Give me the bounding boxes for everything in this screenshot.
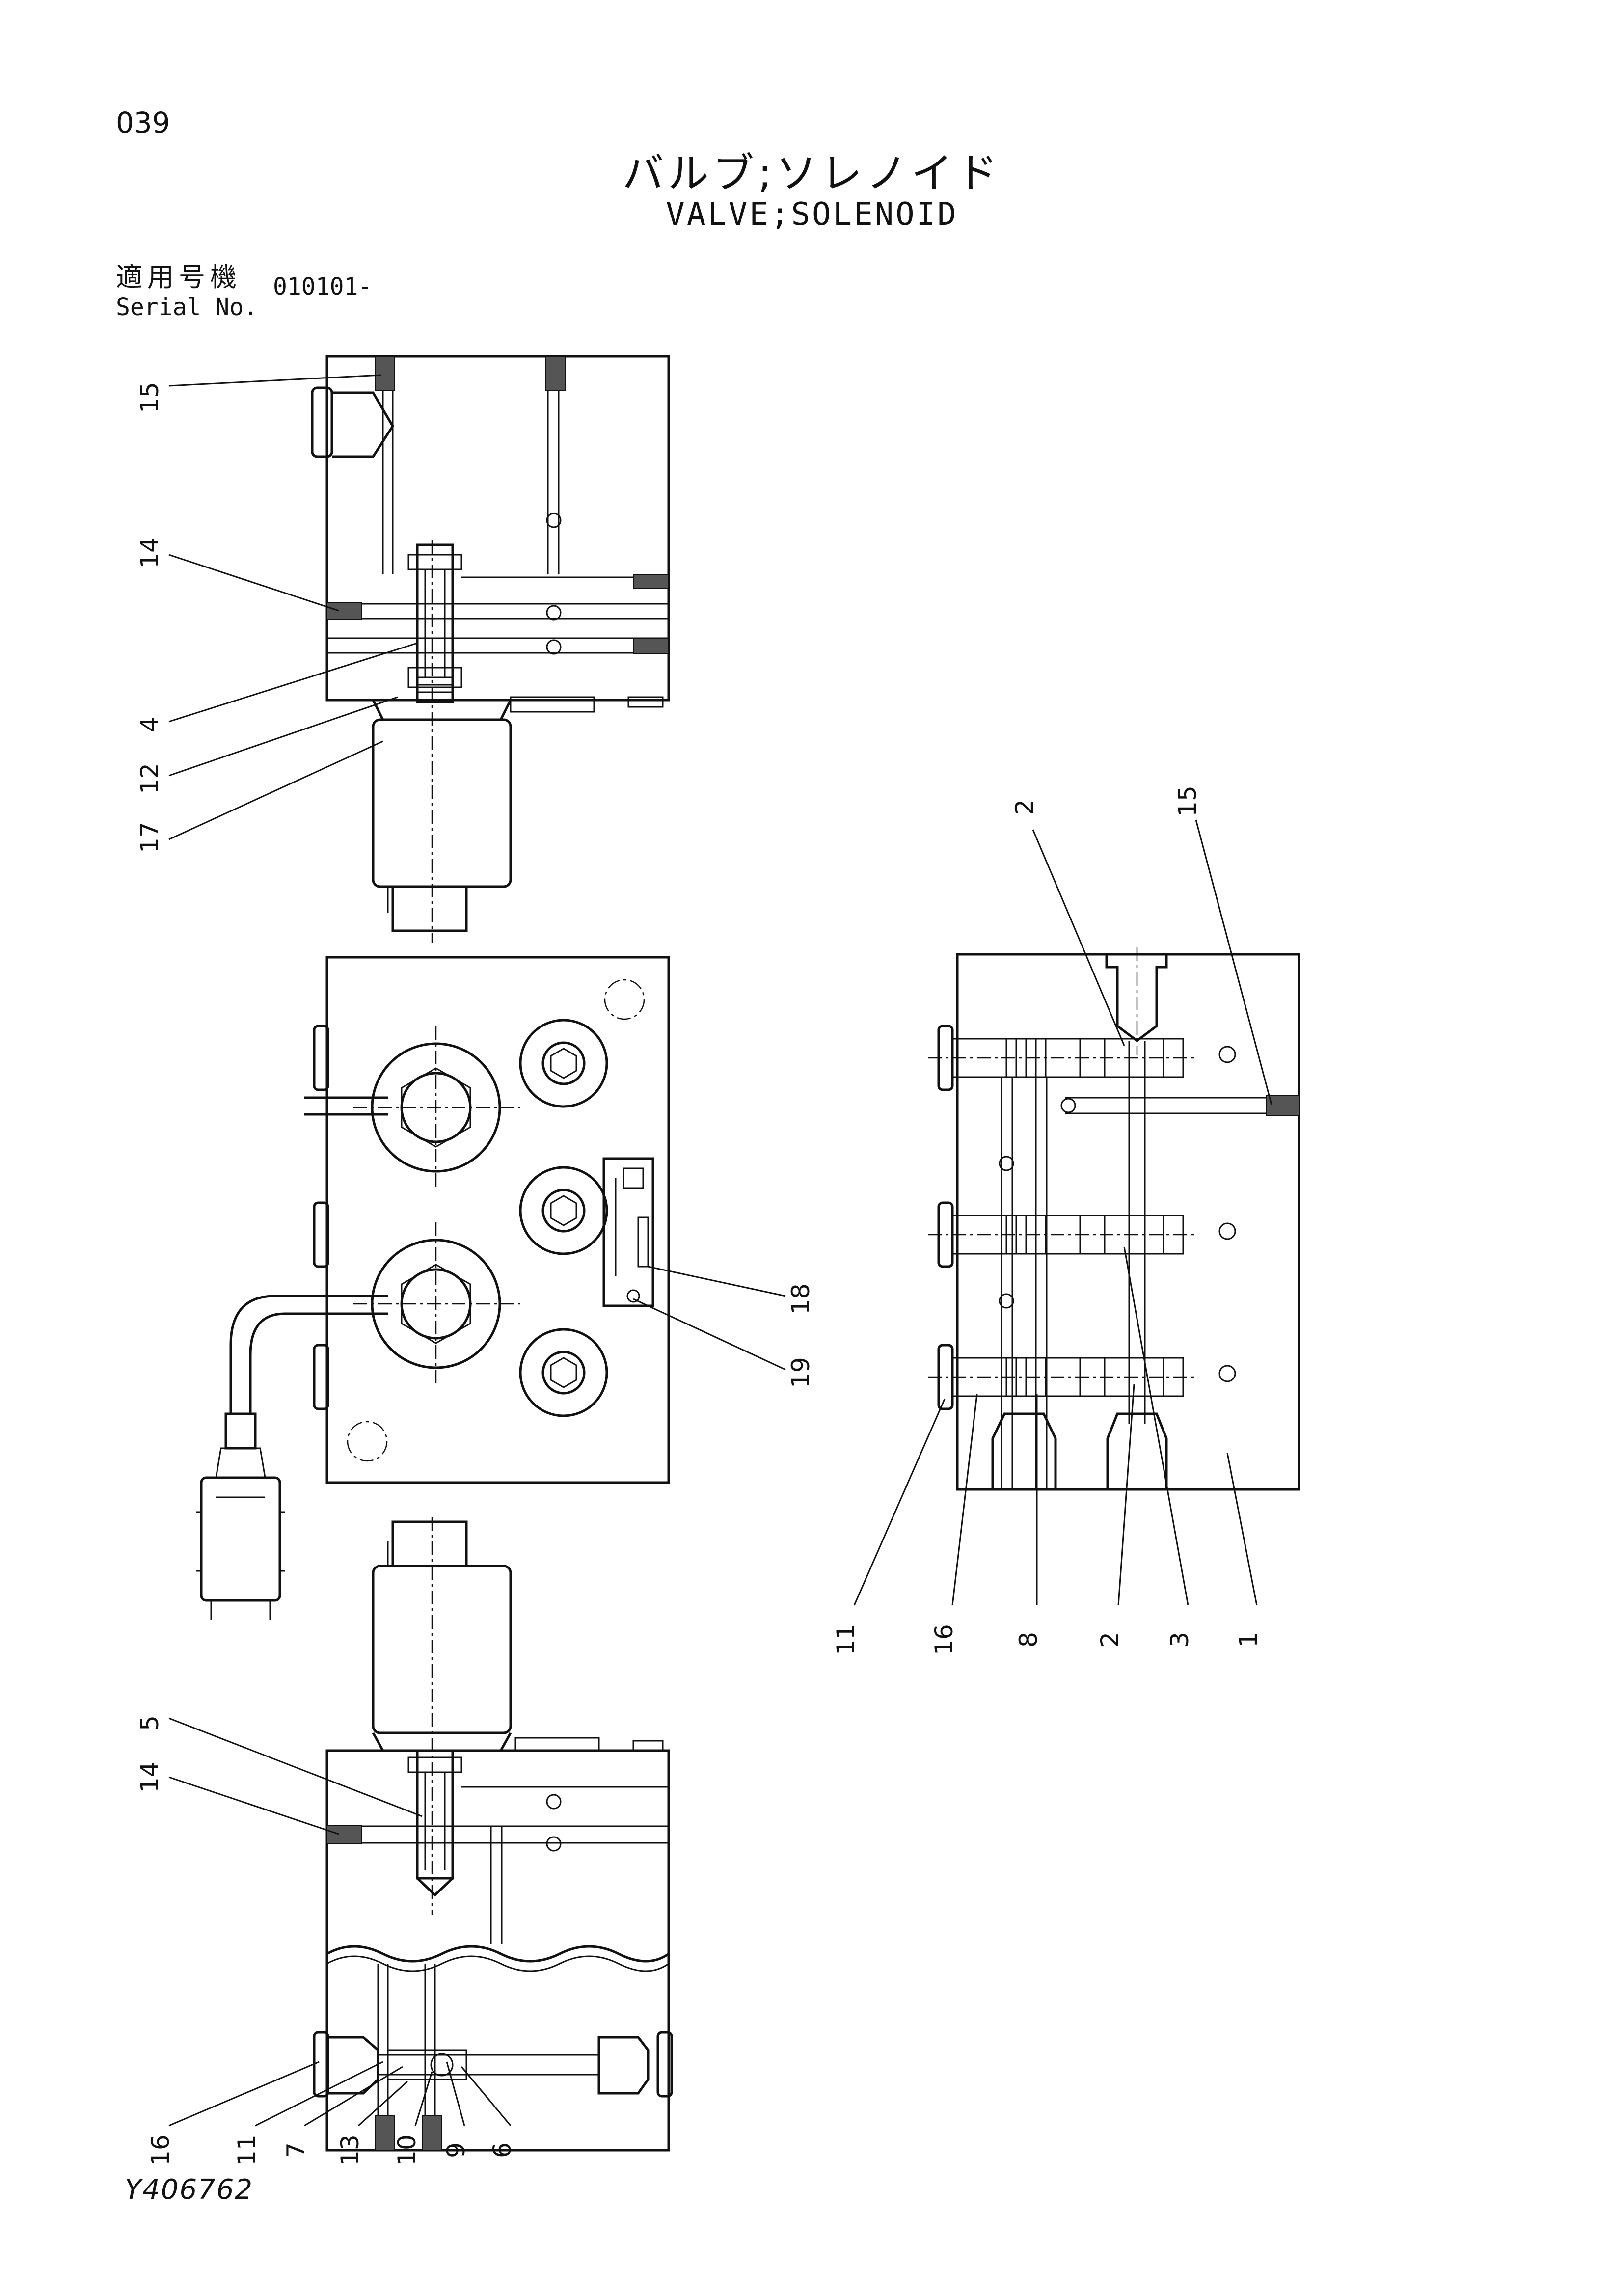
serial-label-en: Serial No. — [116, 294, 258, 321]
right-section-view — [928, 947, 1300, 1491]
page-title-jp: バルブ;ソレノイド — [622, 149, 1002, 197]
middle-front-view — [196, 956, 670, 1620]
callout-right-16: 16 — [930, 1624, 958, 1655]
callout-top-15: 15 — [135, 382, 164, 413]
callouts: 15 14 4 12 17 18 19 5 14 16 11 7 13 10 9… — [135, 374, 1272, 2166]
callout-right-8: 8 — [1014, 1632, 1043, 1648]
callout-bot-5: 5 — [135, 1715, 164, 1731]
callout-right-2-top: 2 — [1010, 799, 1039, 815]
callout-mid-19: 19 — [786, 1357, 815, 1388]
serial-value: 010101- — [273, 273, 373, 300]
callout-top-4: 4 — [135, 717, 164, 732]
callout-right-15: 15 — [1173, 785, 1202, 817]
callout-bot-6: 6 — [488, 2142, 516, 2158]
callout-top-17: 17 — [135, 822, 164, 853]
callout-right-11: 11 — [832, 1624, 860, 1655]
drawing-number: Y406762 — [125, 2174, 253, 2206]
callout-bot-13: 13 — [336, 2134, 364, 2166]
callout-bot-14: 14 — [135, 1761, 164, 1793]
callout-bot-11: 11 — [233, 2134, 261, 2166]
callout-mid-18: 18 — [786, 1283, 815, 1315]
callout-right-1: 1 — [1234, 1632, 1263, 1648]
serial-label-jp: 適用号機 — [116, 262, 242, 293]
callout-right-2-bottom: 2 — [1096, 1632, 1124, 1648]
callout-bot-7: 7 — [282, 2142, 310, 2158]
callout-top-14: 14 — [135, 537, 164, 568]
callout-right-3: 3 — [1165, 1632, 1194, 1648]
page-number: 039 — [116, 106, 170, 139]
callout-bot-10: 10 — [393, 2134, 421, 2166]
bottom-section-view — [313, 1517, 673, 2152]
callout-bot-16: 16 — [146, 2134, 175, 2166]
callout-bot-9: 9 — [442, 2142, 470, 2158]
callout-top-12: 12 — [135, 763, 164, 794]
page-title-en: VALVE;SOLENOID — [666, 196, 958, 233]
top-section-view — [311, 355, 670, 943]
